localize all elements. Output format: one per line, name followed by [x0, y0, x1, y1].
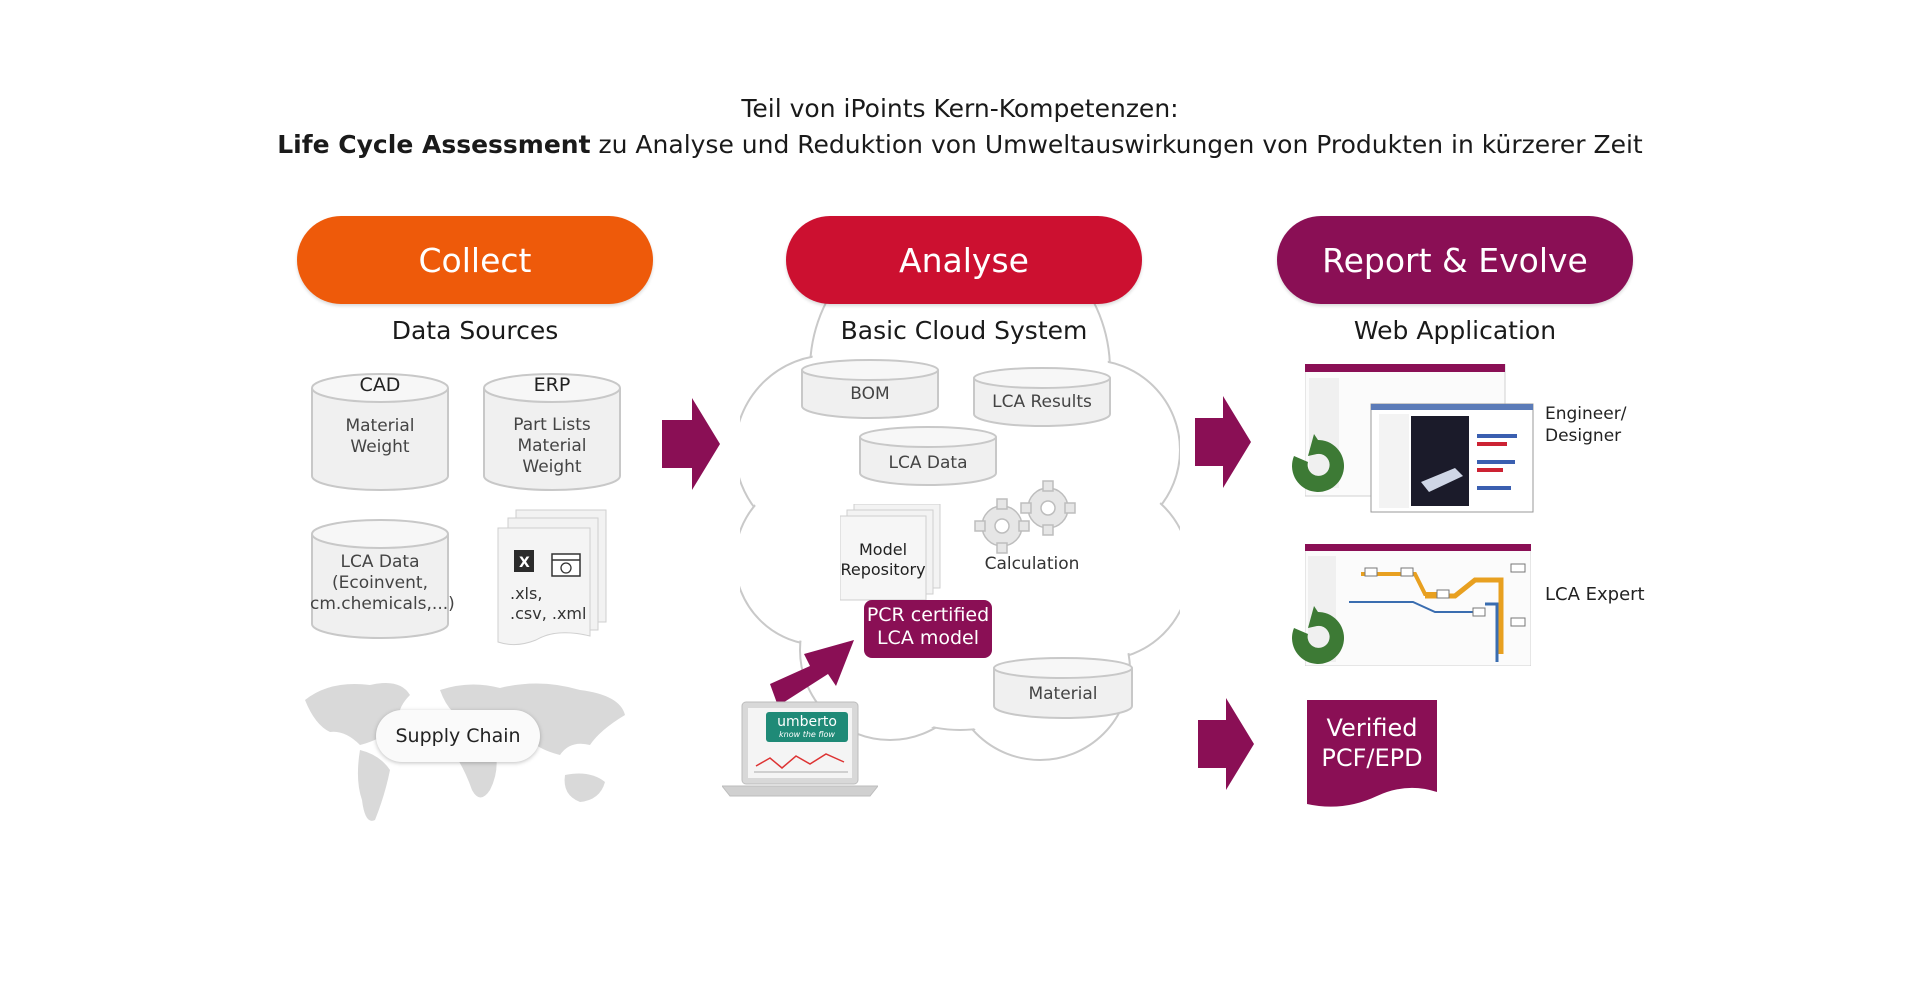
title-line-1: Teil von iPoints Kern-Kompetenzen: [741, 94, 1179, 123]
pcr-badge: PCR certified LCA model [864, 600, 992, 658]
arrow-analyse-to-verified-icon [1198, 698, 1254, 790]
lca-line2: (Ecoinvent, [332, 573, 428, 593]
cad-line2: Weight [350, 437, 410, 457]
report-subtitle: Web Application [1353, 316, 1557, 345]
collect-subtitle: Data Sources [391, 316, 559, 345]
verified-line2: PCF/EPD [1321, 744, 1423, 772]
lca-expert-app-screenshot [1305, 544, 1531, 666]
bom-label: BOM [850, 384, 890, 404]
erp-title: ERP [533, 374, 571, 396]
erp-database-icon: ERP Part Lists Material Weight [482, 372, 622, 492]
cad-database-icon: CAD Material Weight [310, 372, 450, 492]
calculation-label: Calculation [984, 554, 1080, 574]
analyse-lca-data-database-icon: LCA Data [858, 425, 998, 487]
arrow-analyse-to-webapp-icon [1195, 396, 1251, 488]
arrow-umberto-to-cloud-icon [770, 640, 854, 706]
lca-results-database-icon: LCA Results [972, 366, 1112, 428]
green-logo-icon-2 [1292, 606, 1345, 664]
erp-line1: Part Lists [513, 415, 591, 435]
files-line2: .csv, .xml [510, 604, 587, 623]
svg-text:X: X [519, 555, 530, 571]
model-repo-line2: Repository [840, 560, 926, 579]
analyse-lca-data-label: LCA Data [888, 453, 968, 473]
lca-line3: cm.chemicals,...) [310, 594, 455, 614]
green-logo-icon [1292, 434, 1345, 492]
erp-line3: Weight [522, 457, 582, 477]
lca-line1: LCA Data [340, 552, 420, 572]
title-rest: zu Analyse und Reduktion von Umweltauswi… [590, 130, 1643, 159]
umberto-logo: umberto [777, 714, 837, 730]
verified-line1: Verified [1326, 714, 1418, 742]
cad-line1: Material [345, 416, 415, 436]
material-label: Material [1028, 684, 1098, 704]
collect-pill: Collect [297, 216, 653, 304]
file-stack-icon: X .xls, .csv, .xml [496, 508, 612, 648]
gears-icon [974, 480, 1076, 554]
lca-database-icon: LCA Data (Ecoinvent, cm.chemicals,...) [310, 518, 455, 640]
umberto-tagline: know the flow [779, 730, 835, 739]
verified-document-icon: Verified PCF/EPD [1307, 700, 1437, 816]
analyse-subtitle: Basic Cloud System [840, 316, 1088, 345]
erp-line2: Material [517, 436, 587, 456]
bom-database-icon: BOM [800, 358, 940, 420]
pcr-line1: PCR certified [866, 604, 990, 626]
lca-expert-label: LCA Expert [1545, 584, 1645, 605]
arrow-collect-to-analyse-icon [662, 398, 720, 490]
supply-chain-label: Supply Chain [376, 710, 540, 762]
pcr-line2: LCA model [876, 627, 980, 649]
engineer-label-line1: Engineer/ [1545, 404, 1627, 424]
title-line-2: Life Cycle Assessment zu Analyse und Red… [0, 130, 1920, 159]
engineer-label-line2: Designer [1545, 426, 1622, 446]
umberto-laptop-icon: umberto know the flow [722, 700, 878, 800]
model-repository-icon: Model Repository [840, 504, 942, 602]
analyse-pill: Analyse [786, 216, 1142, 304]
files-line1: .xls, [510, 584, 543, 603]
lca-results-label: LCA Results [992, 392, 1092, 412]
report-pill: Report & Evolve [1277, 216, 1633, 304]
model-repo-line1: Model [858, 540, 908, 559]
cad-title: CAD [359, 374, 401, 396]
title-bold: Life Cycle Assessment [277, 130, 591, 159]
material-database-icon: Material [992, 656, 1134, 720]
